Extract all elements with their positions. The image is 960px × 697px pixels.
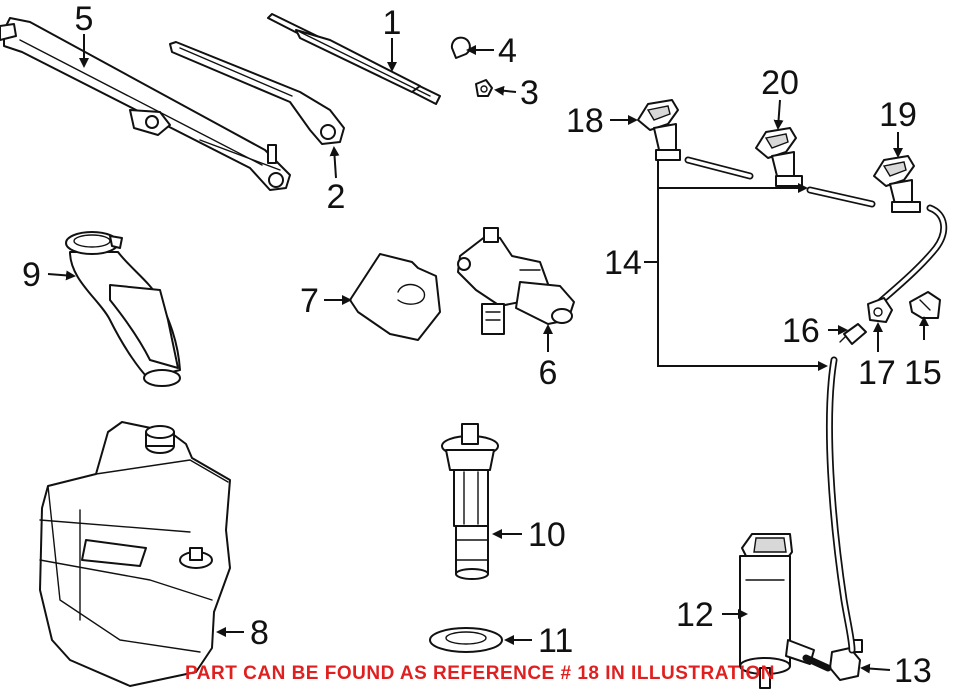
callout-8: 8 <box>250 614 269 652</box>
callout-14: 14 <box>604 244 642 282</box>
washer-nozzle-20[interactable] <box>755 127 803 187</box>
callout-13: 13 <box>894 652 932 690</box>
washer-hose[interactable] <box>684 156 948 672</box>
wiper-linkage[interactable] <box>0 17 291 191</box>
reservoir[interactable] <box>39 421 231 687</box>
wiper-blade[interactable] <box>267 13 441 105</box>
callout-18: 18 <box>566 102 604 140</box>
callout-5: 5 <box>75 0 94 38</box>
seal-pad[interactable] <box>349 253 441 341</box>
clip[interactable] <box>909 291 941 319</box>
callout-20: 20 <box>761 64 799 102</box>
cap[interactable] <box>450 36 471 59</box>
nut[interactable] <box>475 79 493 97</box>
washer-nozzle-19[interactable] <box>873 155 921 213</box>
illustration-note: PART CAN BE FOUND AS REFERENCE # 18 IN I… <box>185 663 775 684</box>
callout-19: 19 <box>879 96 917 134</box>
callout-2: 2 <box>327 178 346 216</box>
callout-9: 9 <box>22 256 41 294</box>
callout-labels: 1 2 3 4 5 6 7 8 9 10 11 12 13 14 15 16 1… <box>22 0 942 690</box>
callout-15: 15 <box>904 354 942 392</box>
callout-10: 10 <box>528 516 566 554</box>
callout-6: 6 <box>539 354 558 392</box>
check-valve[interactable] <box>839 323 867 345</box>
callout-1: 1 <box>383 4 402 42</box>
callout-7: 7 <box>300 282 319 320</box>
wiper-motor[interactable] <box>457 227 575 335</box>
fitting[interactable] <box>867 297 893 323</box>
leader-lines <box>47 34 929 674</box>
filler-neck[interactable] <box>65 231 181 387</box>
callout-16: 16 <box>782 312 820 350</box>
callout-11: 11 <box>538 622 573 660</box>
callout-12: 12 <box>676 596 714 634</box>
wiper-arm[interactable] <box>169 41 345 145</box>
washer-nozzle-18[interactable] <box>637 99 681 161</box>
callout-17: 17 <box>858 354 896 392</box>
callout-4: 4 <box>498 32 517 70</box>
level-sensor[interactable] <box>441 423 499 580</box>
callout-3: 3 <box>520 74 539 112</box>
grommet[interactable] <box>429 627 503 653</box>
